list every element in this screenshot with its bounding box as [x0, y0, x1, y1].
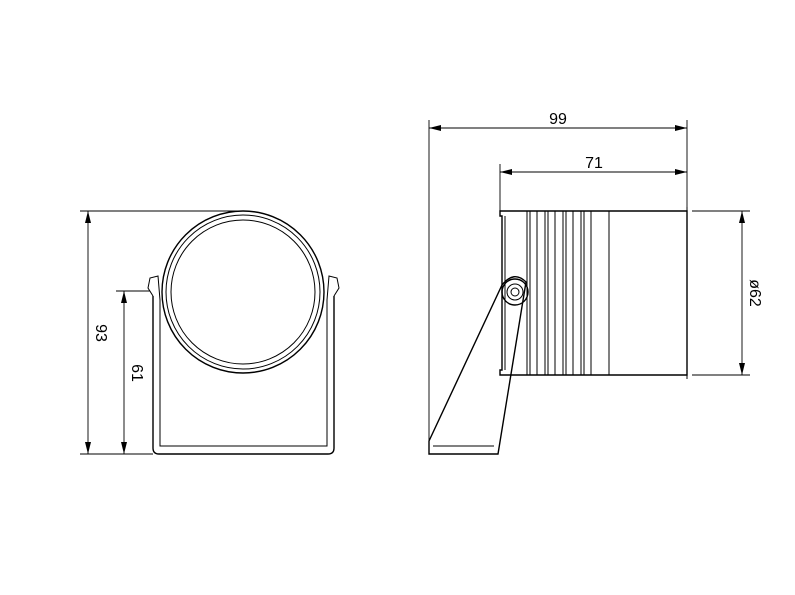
dimension-93: 93: [80, 210, 243, 455]
front-pivot-right: [326, 275, 340, 301]
side-view: [428, 207, 688, 455]
side-pivot-bolt: [506, 283, 524, 301]
front-view: [147, 210, 340, 455]
front-bracket-inner: [159, 300, 328, 447]
front-bracket-outer: [152, 296, 335, 455]
side-pivot-bolt-outer: [501, 278, 529, 306]
dimension-diameter-62: ø62: [692, 210, 763, 376]
dimension-99-label: 99: [549, 111, 567, 128]
front-lamp-outer: [161, 210, 325, 374]
dimension-61-label: 61: [128, 364, 145, 382]
dimension-71-label: 71: [585, 155, 603, 172]
dimension-71: 71: [499, 155, 687, 211]
side-cooling-fins: [526, 210, 592, 376]
side-mounting-arm: [428, 276, 527, 455]
front-lamp-ring: [165, 214, 321, 370]
dimension-93-label: 93: [92, 324, 109, 342]
side-pivot-bolt-core: [510, 287, 520, 297]
dimension-99: 99: [428, 111, 688, 454]
dimension-diameter-62-label: ø62: [746, 279, 763, 307]
front-lens: [170, 219, 316, 365]
front-pivot-left: [147, 275, 161, 301]
dimension-61: 61: [116, 290, 150, 454]
